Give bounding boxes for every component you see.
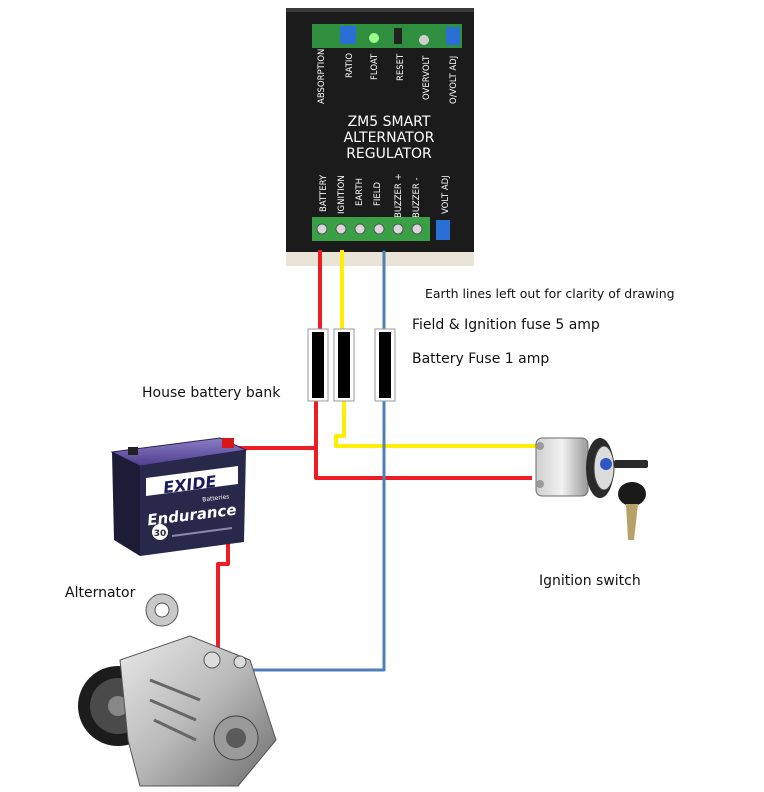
- positive-terminal: [222, 438, 234, 448]
- key-ignition: [614, 460, 648, 468]
- fuses: [307, 328, 396, 402]
- alternator-label: Alternator: [65, 585, 136, 601]
- label-field-terminal: FIELD: [373, 181, 383, 206]
- blue-wire-to-alternator: [236, 398, 386, 672]
- label-ratio: RATIO: [345, 53, 355, 78]
- top-terminal-strip: [312, 24, 462, 48]
- regulator-title-line1: ZM5 SMART: [348, 114, 431, 130]
- key-spare-head: [618, 482, 646, 506]
- label-battery-terminal: BATTERY: [319, 174, 329, 212]
- bottom-terminal-block: [312, 217, 430, 241]
- house-battery: EXIDE Batteries Endurance 30: [110, 437, 248, 556]
- absorption-trimmer: [340, 26, 356, 44]
- battery-fuse: [312, 332, 324, 398]
- red-wire-to-switch: [314, 398, 532, 480]
- ignition-switch: [535, 437, 648, 540]
- label-buzzer-minus: BUZZER -: [412, 177, 422, 218]
- earth-note: Earth lines left out for clarity of draw…: [425, 286, 675, 301]
- ignition-fuse: [338, 332, 350, 398]
- label-buzzer-plus: BUZZER +: [394, 173, 404, 218]
- ignition-switch-label: Ignition switch: [539, 573, 641, 589]
- volt-adj-trimmer: [436, 220, 450, 240]
- regulator-module: ABSORPTION RATIO FLOAT RESET OVERVOLT O/…: [286, 8, 474, 266]
- battery-fuse-note: Battery Fuse 1 amp: [412, 351, 550, 367]
- label-reset: RESET: [396, 53, 406, 81]
- regulator-title-line3: REGULATOR: [346, 146, 432, 162]
- alternator: [78, 593, 277, 787]
- battery-badge-text: 30: [154, 529, 167, 539]
- negative-terminal: [128, 447, 138, 455]
- field-fuse: [379, 332, 391, 398]
- alternator-output-terminal: [203, 651, 221, 669]
- field-fuse-note: Field & Ignition fuse 5 amp: [412, 317, 600, 333]
- battery-label: House battery bank: [142, 385, 281, 401]
- switch-keyhole: [600, 458, 612, 470]
- label-float: FLOAT: [370, 53, 380, 80]
- label-overvolt: OVERVOLT: [422, 55, 432, 100]
- regulator-title-line2: ALTERNATOR: [344, 130, 435, 146]
- label-earth-terminal: EARTH: [355, 178, 365, 206]
- overvolt-trimmer: [446, 27, 460, 45]
- battery-badge: [152, 524, 168, 540]
- battery-sub: Batteries: [202, 493, 230, 503]
- label-absorption: ABSORPTION: [317, 49, 327, 104]
- yellow-wire-to-switch: [334, 398, 546, 448]
- label-ovolt-adj: O/VOLT ADJ: [449, 56, 459, 104]
- alternator-field-terminal: [233, 655, 247, 669]
- label-ignition-terminal: IGNITION: [337, 175, 347, 214]
- label-volt-adj: VOLT ADJ: [441, 175, 451, 214]
